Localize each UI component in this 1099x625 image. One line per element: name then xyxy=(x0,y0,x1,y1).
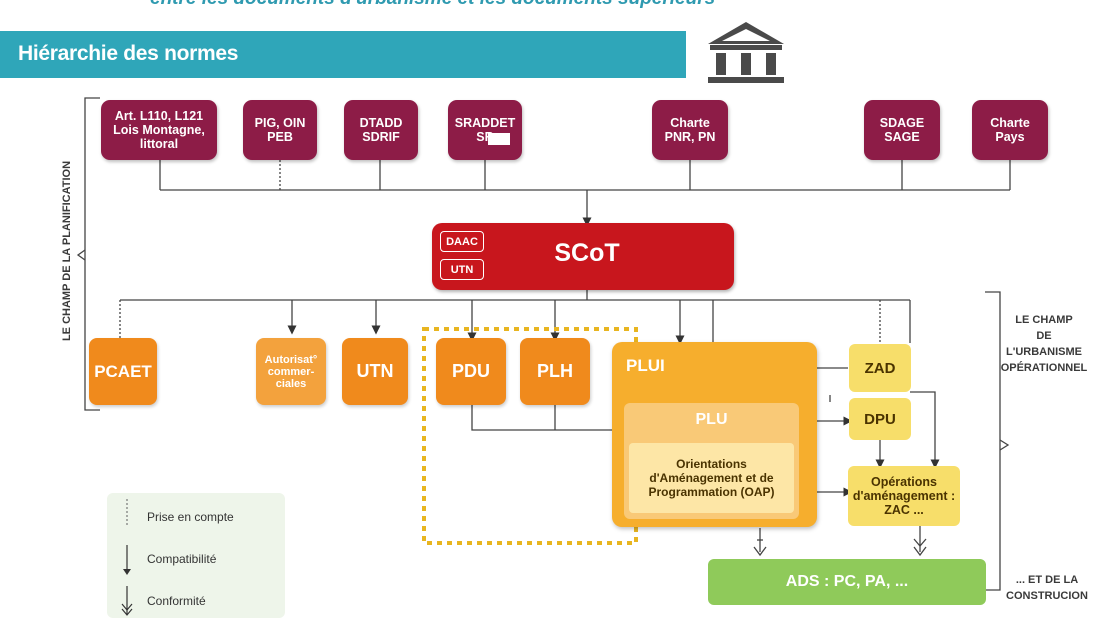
top-doc-lois: Art. L110, L121 Lois Montagne, littoral xyxy=(101,100,217,160)
plui-box: PLUI PLU Orientations d'Aménagement et d… xyxy=(612,342,817,527)
planification-label: LE CHAMP DE LA PLANIFICATION xyxy=(61,160,73,342)
plu-label: PLU xyxy=(695,411,728,428)
legend-symbols xyxy=(121,499,133,616)
top-doc-pig: PIG, OIN PEB xyxy=(243,100,317,160)
redaction-block xyxy=(488,133,510,145)
operations-box: Opérations d'aménagement : ZAC ... xyxy=(848,466,960,526)
plu-box: PLU Orientations d'Aménagement et de Pro… xyxy=(624,403,799,519)
pcaet-box: PCAET xyxy=(89,338,157,405)
top-doc-sraddet: SRADDET SR xyxy=(448,100,522,160)
legend: Prise en compte Compatibilité Conformité xyxy=(107,493,285,618)
scot-label: SCoT xyxy=(554,239,620,267)
oap-box: Orientations d'Aménagement et de Program… xyxy=(629,443,794,513)
top-doc-sdage: SDAGE SAGE xyxy=(864,100,940,160)
plh-box: PLH xyxy=(520,338,590,405)
ads-box: ADS : PC, PA, ... xyxy=(708,559,986,605)
autorisat-box: Autorisat° commer- ciales xyxy=(256,338,326,405)
construction-label: ... ET DE LA CONSTRUCION xyxy=(1006,574,1088,602)
scot-box: DAAC UTN SCoT xyxy=(432,223,734,290)
utn-tag: UTN xyxy=(440,259,484,280)
top-doc-charte-pnr: Charte PNR, PN xyxy=(652,100,728,160)
page-title: Hiérarchie des normes xyxy=(18,42,239,65)
page-subtitle: entre les documents d'urbanisme et les d… xyxy=(150,0,910,10)
legend-item-conformite: Conformité xyxy=(147,594,206,608)
plui-label: PLUI xyxy=(626,356,665,375)
legend-item-prise-en-compte: Prise en compte xyxy=(147,510,234,524)
legend-item-compatibilite: Compatibilité xyxy=(147,552,217,566)
institution-icon xyxy=(708,22,784,83)
title-banner: Hiérarchie des normes xyxy=(0,31,686,78)
daac-tag: DAAC xyxy=(440,231,484,252)
urbanisme-label: LE CHAMP DE L'URBANISME OPÉRATIONNEL xyxy=(1000,314,1088,374)
pdu-box: PDU xyxy=(436,338,506,405)
zad-box: ZAD xyxy=(849,344,911,392)
dpu-box: DPU xyxy=(849,398,911,440)
top-doc-dtadd: DTADD SDRIF xyxy=(344,100,418,160)
top-doc-charte-pays: Charte Pays xyxy=(972,100,1048,160)
utn-box: UTN xyxy=(342,338,408,405)
